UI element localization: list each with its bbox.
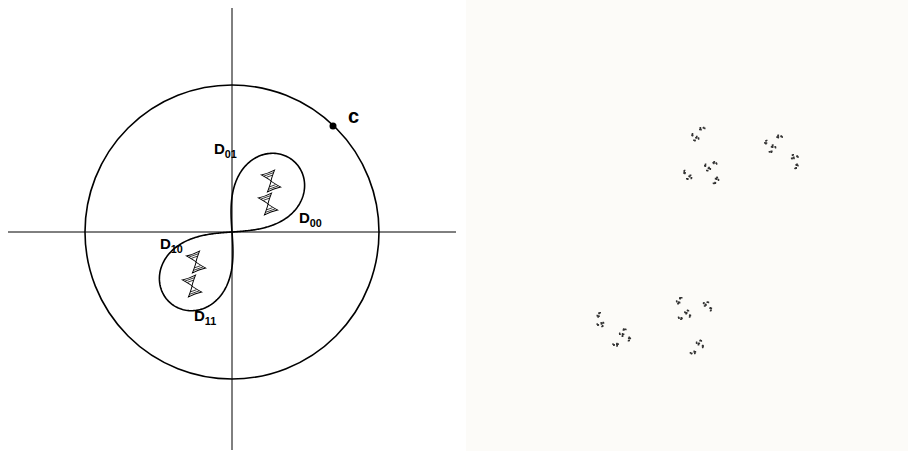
figure-eight-curve [159, 153, 304, 310]
region-label: D10 [160, 236, 183, 255]
region-label: D01 [214, 141, 237, 160]
hourglass-shapes [182, 170, 280, 297]
parameter-circle [85, 85, 379, 379]
point-c [330, 123, 337, 130]
julia-dust [597, 127, 799, 355]
point-label: c [348, 106, 359, 126]
fractal-ground [466, 0, 908, 451]
region-label: D11 [194, 308, 216, 327]
region-label: D00 [299, 210, 322, 229]
